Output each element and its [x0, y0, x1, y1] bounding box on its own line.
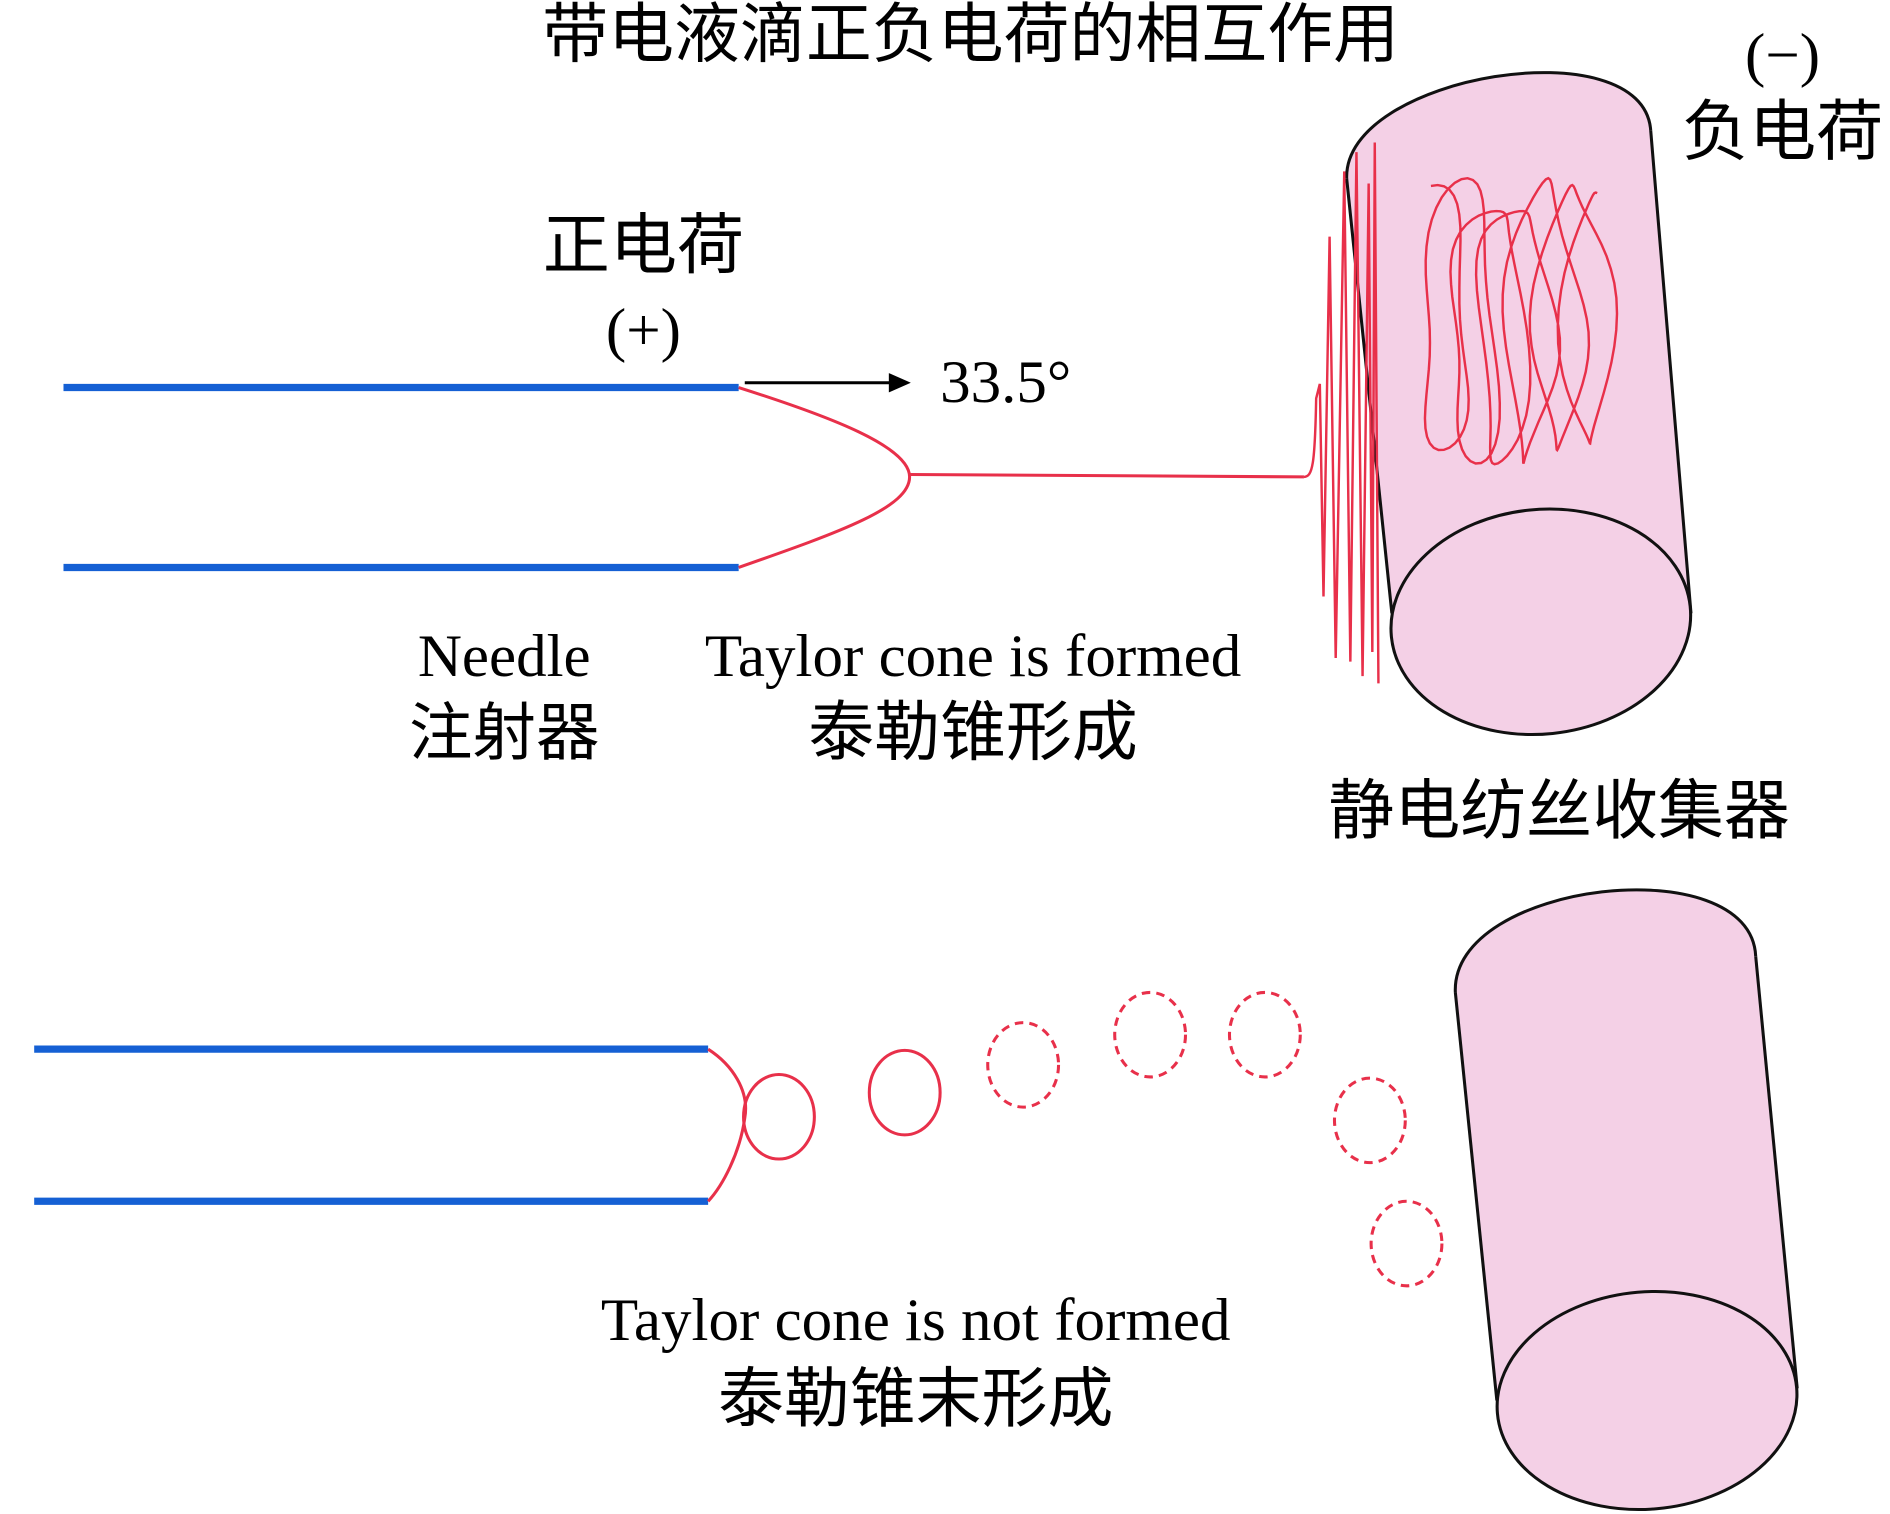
- cone-not-formed-label-zh: 泰勒锥末形成: [718, 1364, 1113, 1436]
- collector-charge-sign: (−): [1745, 22, 1820, 89]
- needle-charge-sign: (+): [606, 297, 681, 364]
- needle-top: [63, 383, 739, 572]
- collector-bottom-left-edge: [1453, 992, 1499, 1401]
- straight-jet: [909, 472, 1304, 479]
- needle-label-en: Needle: [418, 623, 591, 690]
- collector-label-zh: 静电纺丝收集器: [1328, 776, 1789, 848]
- droplet-dashed: [986, 1021, 1061, 1109]
- diagram-title: 带电液滴正负电荷的相互作用: [542, 0, 1399, 72]
- droplet-dashed: [1227, 990, 1302, 1079]
- collector-top-body: [1346, 72, 1691, 614]
- droplet-dashed: [1113, 990, 1188, 1079]
- cone-not-formed-label-en: Taylor cone is not formed: [601, 1287, 1231, 1354]
- collector-top-end-face: [1389, 507, 1693, 737]
- collector-bottom-body: [1455, 889, 1798, 1401]
- whipping-jet: [1303, 142, 1380, 684]
- droplet-dashed: [1332, 1076, 1407, 1165]
- droplet-stream: [742, 990, 1444, 1288]
- collector-top-right-edge: [1649, 130, 1693, 614]
- collector-top-cap-edge: [1345, 71, 1653, 179]
- collector-top: [1345, 71, 1693, 737]
- collector-bottom-right-edge: [1754, 956, 1799, 1389]
- collector-charge-label: 负电荷: [1682, 97, 1883, 170]
- cone-formed-label-en: Taylor cone is formed: [705, 623, 1241, 690]
- angle-arrow: [744, 373, 911, 393]
- needle-charge-label: 正电荷: [543, 210, 744, 283]
- collector-bottom-cap-edge: [1453, 888, 1758, 993]
- taylor-cone: [738, 386, 912, 569]
- collector-bottom-end-face: [1495, 1289, 1799, 1512]
- droplet: [867, 1048, 942, 1137]
- cone-formed-label-zh: 泰勒锥形成: [808, 698, 1138, 770]
- needle-label-zh: 注射器: [409, 699, 599, 769]
- needle-bottom: [34, 1045, 709, 1205]
- droplet-dashed: [1369, 1199, 1444, 1288]
- droplet: [742, 1073, 816, 1161]
- cone-angle-value: 33.5°: [940, 349, 1071, 416]
- collector-bottom: [1453, 888, 1799, 1512]
- angle-arrow-head: [888, 373, 911, 393]
- meniscus: [707, 1047, 748, 1203]
- deposited-fiber-coil: [1423, 176, 1619, 466]
